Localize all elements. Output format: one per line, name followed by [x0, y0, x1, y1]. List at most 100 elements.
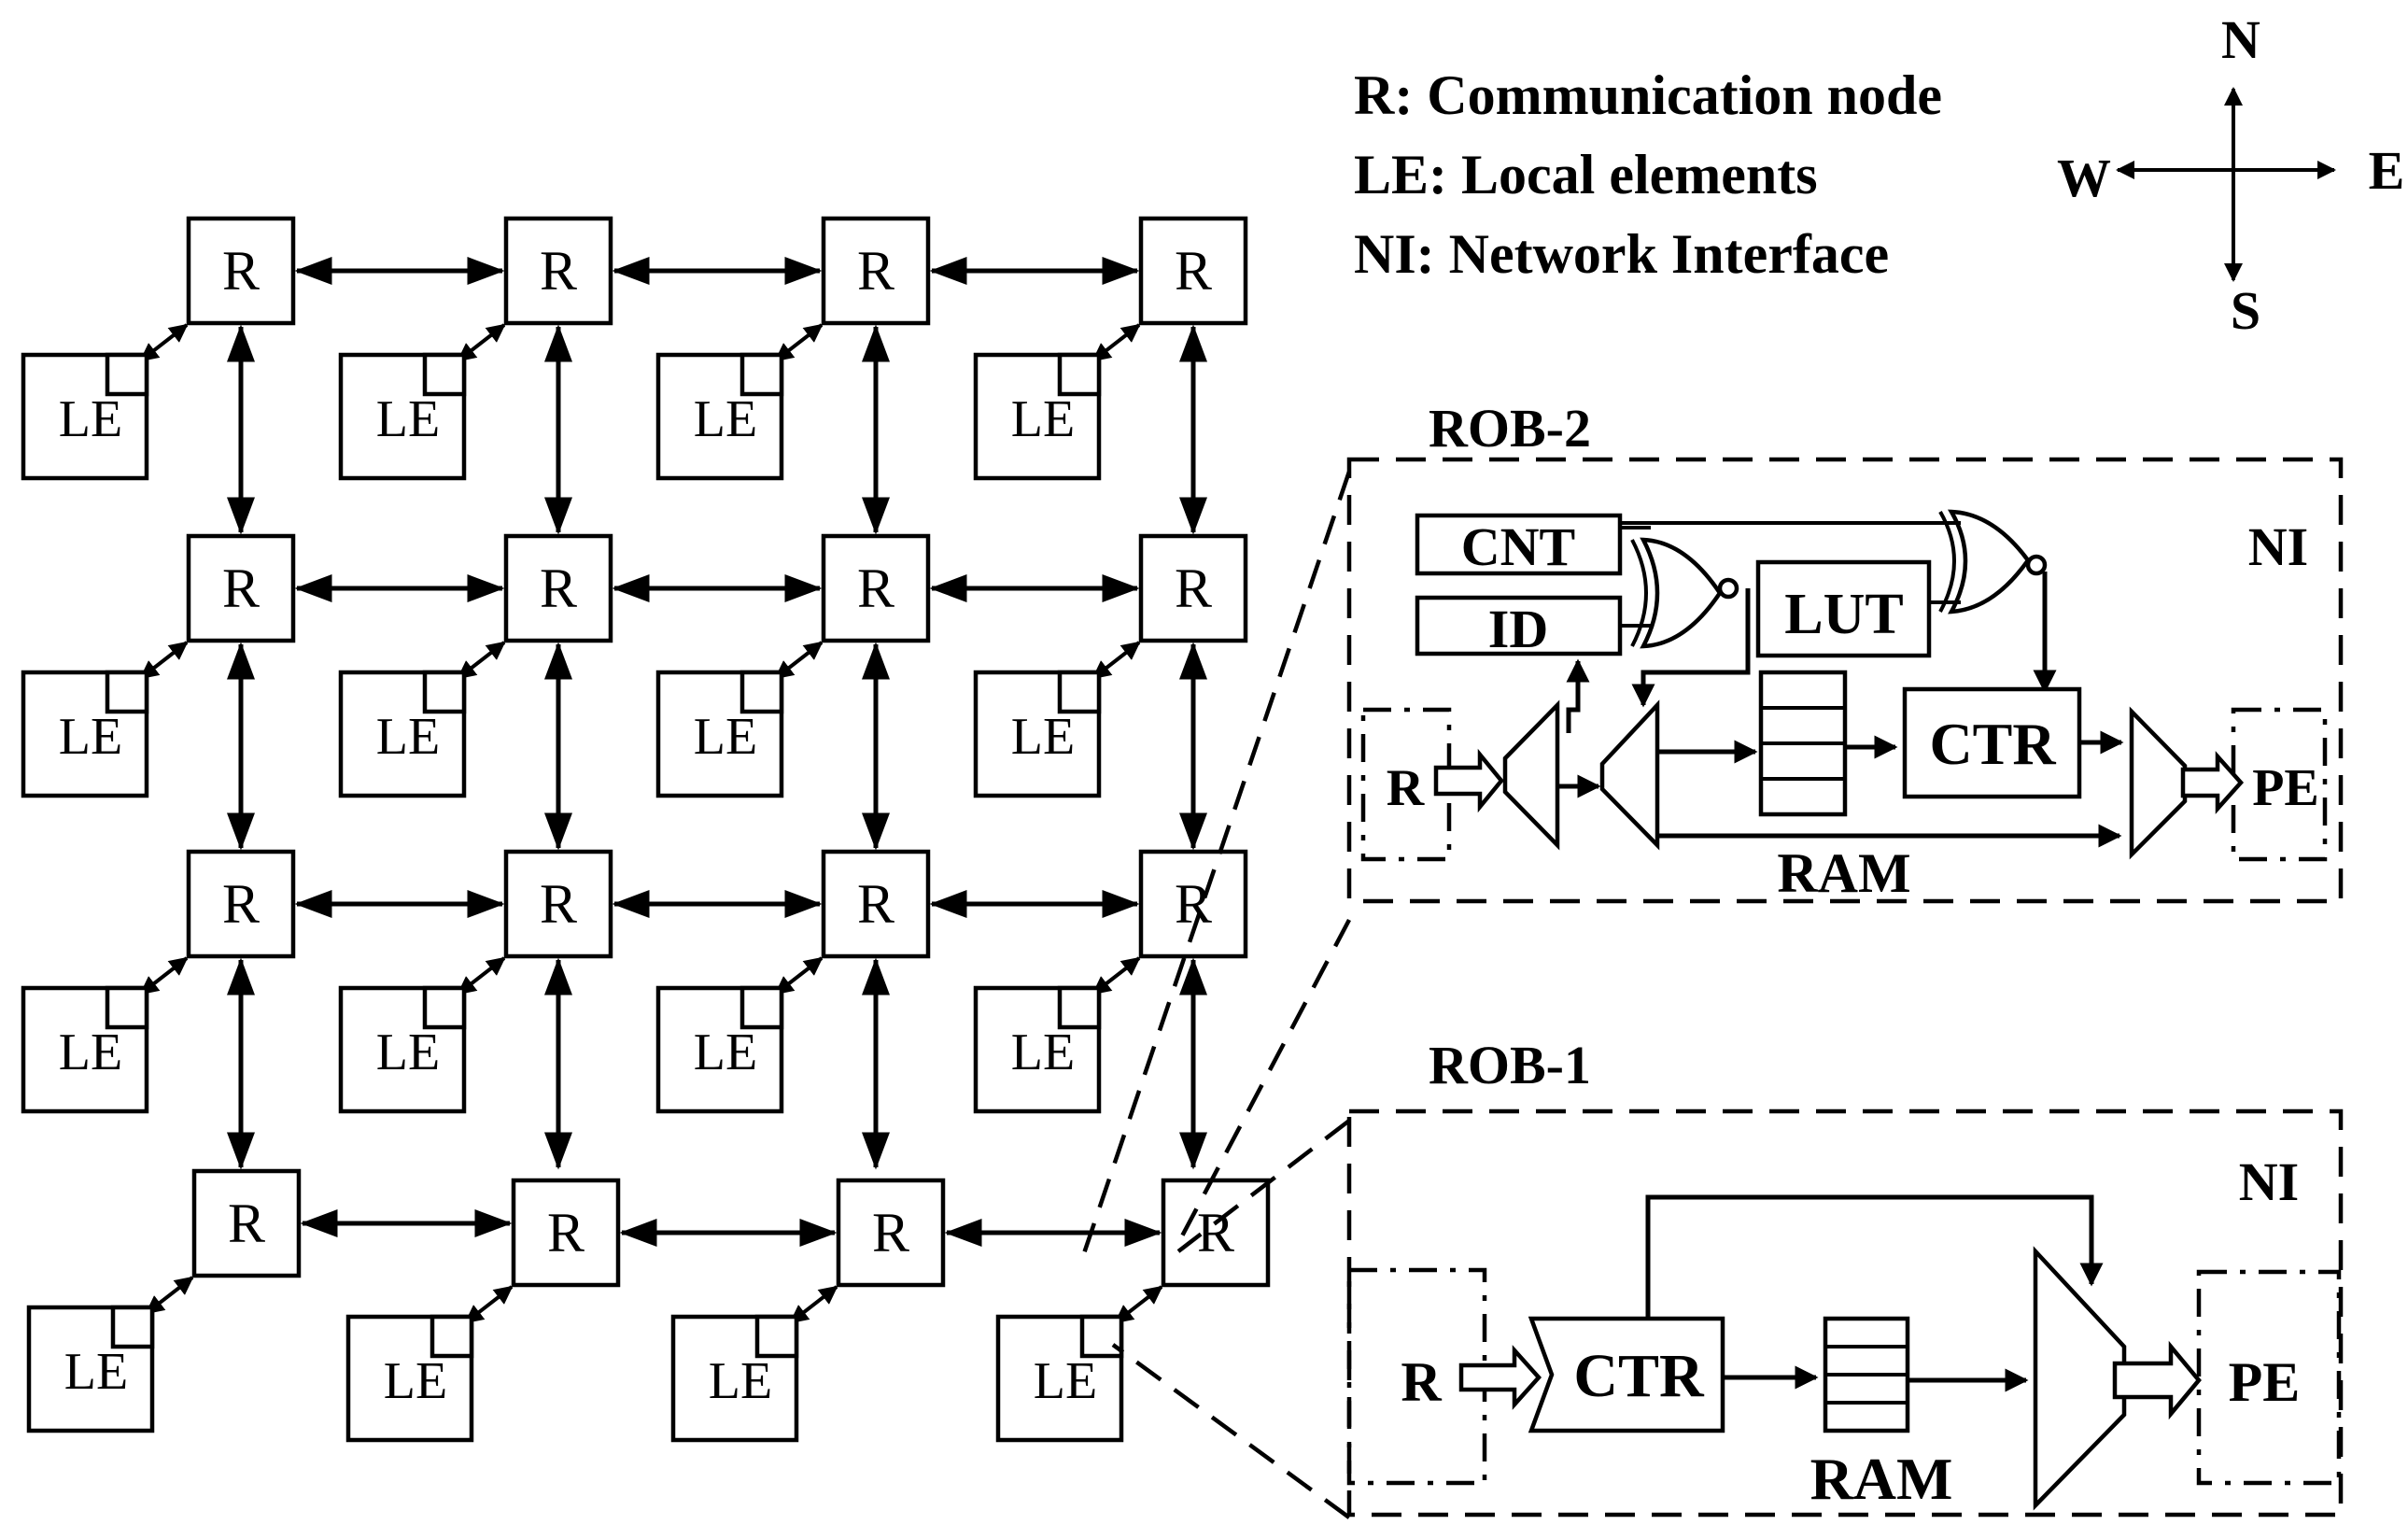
rob2-title: ROB-2 [1429, 398, 1591, 459]
router-node [503, 849, 613, 959]
local-element-label: LE [1011, 708, 1075, 766]
router-node [511, 1178, 621, 1288]
local-element-label: LE [1011, 1024, 1075, 1081]
router-label: R [540, 558, 577, 619]
router-node [821, 216, 931, 326]
network-interface-port [739, 985, 784, 1030]
router-label: R [1175, 240, 1212, 302]
router-node [186, 849, 296, 959]
network-interface-port [1057, 985, 1102, 1030]
rob2-lut [1755, 559, 1932, 658]
router-label: R [222, 873, 260, 935]
rob1-pe-label: PE [2229, 1351, 2301, 1413]
router-label: R [1175, 558, 1212, 619]
network-interface-port [422, 985, 467, 1030]
compass-west: W [2057, 148, 2111, 208]
router-node [821, 533, 931, 643]
local-element [21, 352, 149, 481]
router-label: R [222, 558, 260, 619]
local-element-label: LE [376, 708, 440, 766]
rob2-ctr-label: CTR [1929, 711, 2056, 777]
router-label: R [222, 240, 260, 302]
rob2-output-arrow-icon [2180, 751, 2245, 814]
rob2-lut-label: LUT [1784, 583, 1903, 646]
local-element-label: LE [59, 708, 122, 766]
legend-ni: NI: Network Interface [1354, 223, 1889, 285]
local-element-label: LE [376, 1024, 440, 1081]
rob2-mux-left [1599, 699, 1660, 851]
router-node [836, 1178, 946, 1288]
router-label: R [857, 558, 894, 619]
rob2-id-label: ID [1488, 599, 1548, 659]
rob1-ctr [1528, 1316, 1725, 1433]
local-element-label: LE [384, 1352, 447, 1410]
local-element-label: LE [694, 1024, 757, 1081]
local-element-label: LE [64, 1343, 128, 1401]
rob2-pe-label: PE [2252, 759, 2319, 817]
compass-east: E [2369, 140, 2405, 201]
rob2-ram-label: RAM [1777, 842, 1910, 904]
rob1-output-arrow-icon [2112, 1340, 2202, 1420]
network-interface-port [739, 352, 784, 397]
rob2-ram-buffer [1758, 670, 1848, 817]
router-node [186, 216, 296, 326]
network-interface-port [422, 352, 467, 397]
local-element-label: LE [59, 1024, 122, 1081]
rob2-id-register [1415, 595, 1623, 657]
network-interface-port [429, 1314, 474, 1359]
network-interface-port [105, 352, 149, 397]
local-element-label: LE [376, 390, 440, 448]
rob2-xnor-gate-2 [1938, 509, 2048, 614]
router-node [1138, 533, 1248, 643]
network-interface-port [1057, 352, 1102, 397]
rob1-input-arrow-icon [1458, 1345, 1542, 1410]
compass-north: N [2221, 9, 2260, 70]
rob2-block: ROB-2 NI R PE CNT ID LUT [1346, 398, 2344, 904]
network-interface-port [105, 670, 149, 714]
rob2-ni-label: NI [2248, 516, 2308, 577]
rob2-r-label: R [1387, 759, 1425, 817]
router-label: R [872, 1202, 909, 1264]
router-node [1161, 1178, 1271, 1288]
router-label: R [857, 240, 894, 302]
rob2-mux-right [2129, 706, 2188, 860]
router-node [1138, 216, 1248, 326]
rob1-ni-label: NI [2239, 1151, 2299, 1212]
local-element-label: LE [694, 708, 757, 766]
network-interface-port [1079, 1314, 1124, 1359]
local-element [338, 985, 467, 1114]
router-node [186, 533, 296, 643]
local-element-label: LE [709, 1352, 772, 1410]
rob1-ctr-label: CTR [1573, 1342, 1705, 1410]
router-node [191, 1168, 302, 1278]
router-node [503, 216, 613, 326]
router-label: R [228, 1193, 265, 1254]
rob2-xnor-gate-1 [1630, 537, 1739, 649]
router-label: R [547, 1202, 584, 1264]
mesh-links [139, 257, 1207, 1324]
router-label: R [857, 873, 894, 935]
rob1-title: ROB-1 [1429, 1035, 1591, 1095]
network-interface-port [422, 670, 467, 714]
rob2-cnt-register [1415, 513, 1623, 576]
router-label: R [540, 873, 577, 935]
local-element-label: LE [59, 390, 122, 448]
rob2-demux [1502, 699, 1560, 851]
rob2-ni-frame [1346, 457, 2344, 904]
legend-le: LE: Local elements [1354, 144, 1818, 205]
router-node [503, 533, 613, 643]
compass-icon: N S E W [2057, 9, 2404, 341]
local-element-label: LE [694, 390, 757, 448]
rob2-input-arrow-icon [1433, 748, 1504, 813]
router-node [821, 849, 931, 959]
router-label: R [540, 240, 577, 302]
rob2-cnt-label: CNT [1461, 516, 1575, 577]
network-interface-port [110, 1305, 155, 1349]
rob1-r-label: R [1401, 1351, 1442, 1413]
router-node [1138, 849, 1248, 959]
legend: R: Communication node LE: Local elements… [1354, 64, 1942, 285]
rob1-ram-buffer [1823, 1316, 1910, 1433]
rob1-pe-frame [2196, 1269, 2342, 1486]
rob1-mux [2033, 1246, 2127, 1511]
router-label: R [1175, 873, 1212, 935]
